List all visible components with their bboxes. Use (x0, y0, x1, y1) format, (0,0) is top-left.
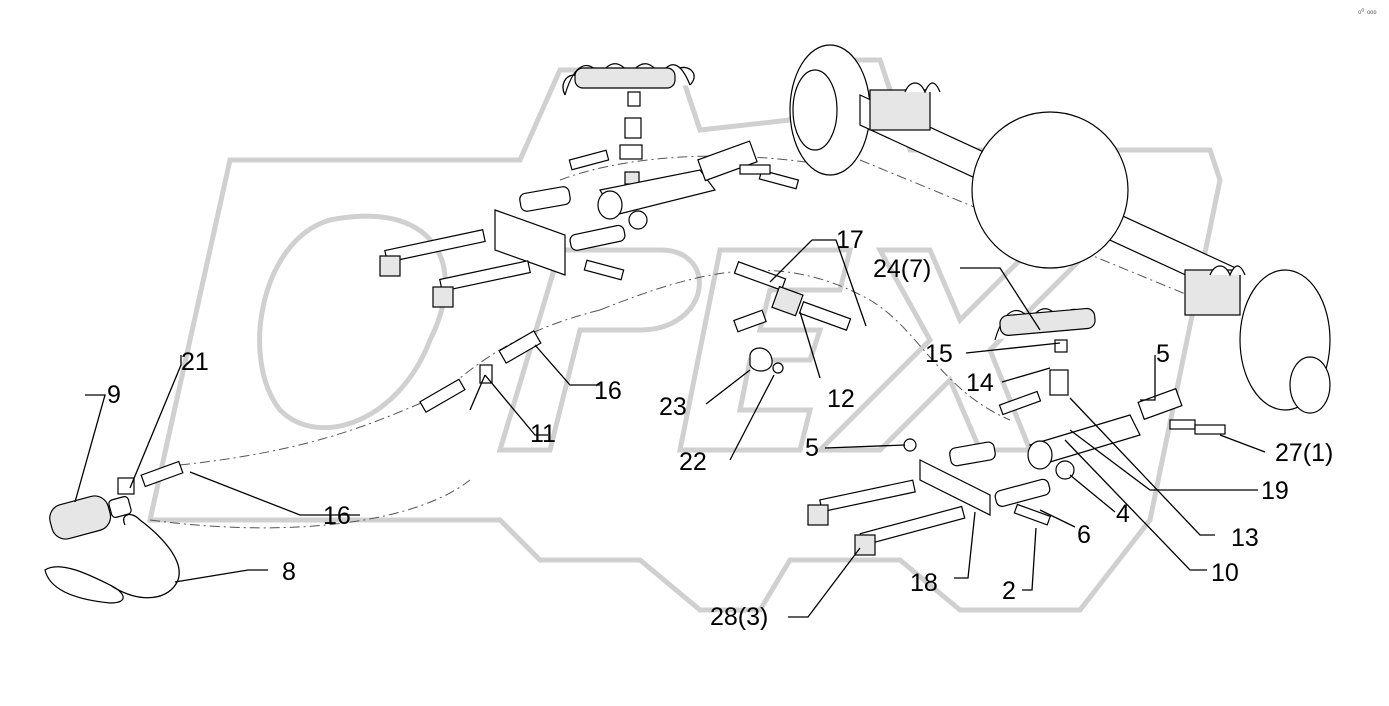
callout-27-1: 27(1) (1275, 439, 1333, 467)
callout-10: 10 (1211, 559, 1239, 587)
lower-brake-cylinder-assembly (807, 307, 1226, 556)
callout-16-lower: 16 (323, 502, 351, 530)
callout-22: 22 (679, 448, 707, 476)
callout-12: 12 (827, 385, 855, 413)
callout-18: 18 (910, 569, 938, 597)
coupling-head-and-cover (44, 460, 184, 604)
callout-23: 23 (659, 393, 687, 421)
callout-labels: 17 24(7) 15 5 14 21 9 16 11 23 12 22 5 2… (107, 226, 1333, 631)
upper-brake-cylinder-assembly (379, 63, 800, 308)
callout-2: 2 (1002, 577, 1016, 605)
callout-16-upper: 16 (594, 377, 622, 405)
axle-assembly (789, 44, 1331, 414)
callout-17: 17 (836, 226, 864, 254)
callout-15: 15 (925, 340, 953, 368)
callout-11: 11 (530, 420, 556, 448)
corner-mark: ₀⁰ ₀₀₀ (1358, 7, 1377, 16)
callout-5-upper: 5 (1156, 340, 1170, 368)
callout-14: 14 (966, 369, 994, 397)
leader-lines (74, 239, 1266, 618)
callout-21: 21 (181, 348, 209, 376)
callout-24-7: 24(7) (873, 255, 931, 283)
callout-6: 6 (1077, 521, 1091, 549)
callout-28-3: 28(3) (710, 603, 768, 631)
callout-5-lower: 5 (805, 434, 819, 462)
callout-19: 19 (1261, 477, 1289, 505)
callout-4: 4 (1116, 500, 1130, 528)
callout-9: 9 (107, 381, 121, 409)
callout-13: 13 (1231, 524, 1259, 552)
callout-8: 8 (282, 558, 296, 586)
middle-fittings (419, 261, 852, 414)
